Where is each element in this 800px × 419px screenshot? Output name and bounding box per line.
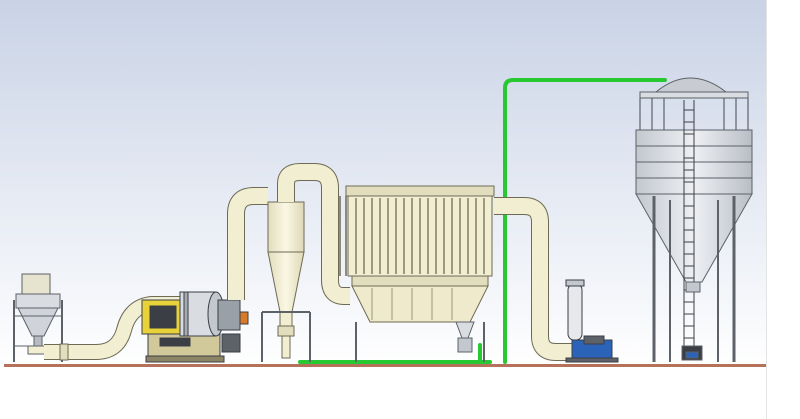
cyclone-to-filter-duct	[277, 163, 350, 305]
feed-hopper	[13, 273, 63, 362]
frame-right-line	[766, 0, 767, 419]
green-conveying-pipe	[298, 78, 667, 364]
background-lower	[0, 370, 800, 419]
pulse-bag-filter	[339, 185, 495, 362]
grinding-mill	[141, 291, 249, 363]
floor-line	[4, 364, 766, 367]
filter-to-blower-duct	[494, 197, 574, 361]
storage-silo	[635, 77, 753, 362]
mill-to-cyclone-duct	[227, 187, 268, 300]
roots-blower	[565, 279, 619, 363]
frame-right-edge	[766, 0, 800, 419]
cyclone-separator	[261, 201, 311, 362]
